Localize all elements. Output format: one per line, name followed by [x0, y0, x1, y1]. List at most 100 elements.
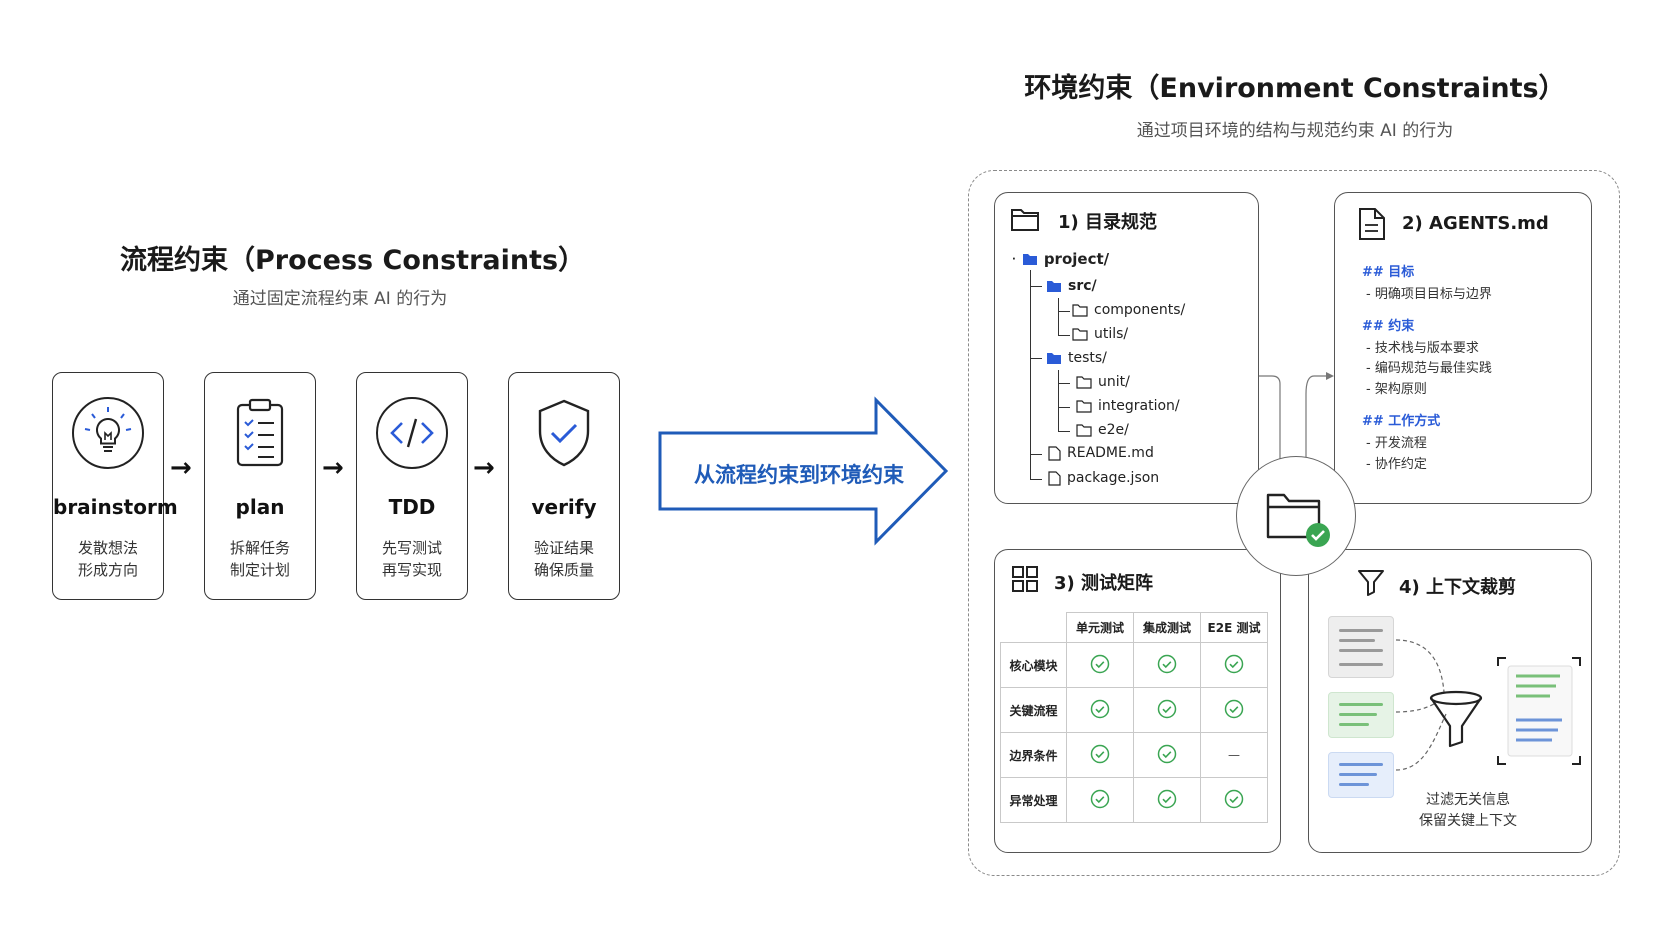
step-description: 拆解任务 制定计划 — [205, 537, 315, 581]
file-icon — [1048, 445, 1061, 461]
tree-item-unit: unit/ — [1076, 374, 1130, 390]
clipboard-checklist-icon — [236, 398, 284, 467]
folder-icon — [1076, 423, 1092, 437]
check-circle-icon — [1090, 699, 1110, 718]
step-desc-line: 验证结果 — [533, 539, 594, 557]
matrix-column-header: E2E 测试 — [1200, 612, 1268, 643]
matrix-cell — [1133, 687, 1201, 733]
agents-title: 2) AGENTS.md — [1402, 213, 1549, 234]
matrix-row-label: 边界条件 — [1000, 732, 1067, 778]
tree-item-project: · project/ — [1012, 250, 1110, 268]
folder-icon — [1011, 209, 1039, 231]
matrix-corner — [1000, 612, 1067, 643]
document-card-blue — [1328, 752, 1394, 798]
folder-check-icon — [1266, 493, 1330, 547]
matrix-cell — [1066, 642, 1134, 688]
tree-label: package.json — [1067, 470, 1160, 486]
tree-item-package: package.json — [1048, 470, 1159, 486]
matrix-row-label: 核心模块 — [1000, 642, 1067, 688]
context-title: 4) 上下文裁剪 — [1399, 577, 1517, 598]
panel-directory — [994, 192, 1259, 504]
check-circle-icon — [1224, 654, 1244, 673]
transition-label: 从流程约束到环境约束 — [694, 463, 904, 487]
matrix-cell — [1133, 642, 1201, 688]
filter-icon — [1358, 570, 1384, 596]
tree-item-e2e: e2e/ — [1076, 422, 1129, 438]
arrow-right-icon: → — [170, 453, 192, 483]
check-circle-icon — [1090, 654, 1110, 673]
agents-item: - 协作约定 — [1366, 457, 1427, 472]
matrix-row: 异常处理 — [1000, 777, 1268, 823]
environment-subtitle: 通过项目环境的结构与规范约束 AI 的行为 — [1136, 121, 1454, 141]
environment-frame — [968, 170, 1620, 876]
caption-line: 过滤无关信息 — [1426, 792, 1510, 808]
step-description: 先写测试 再写实现 — [357, 537, 467, 581]
step-name: plan — [235, 495, 285, 519]
environment-title: 环境约束（Environment Constraints） — [1024, 73, 1566, 104]
agents-item: - 架构原则 — [1366, 382, 1427, 397]
matrix-cell — [1066, 687, 1134, 733]
arrow-right-icon: → — [322, 453, 344, 483]
folder-blue-icon — [1047, 280, 1061, 292]
step-desc-line: 再写实现 — [381, 561, 442, 579]
step-name: verify — [531, 495, 597, 519]
folder-blue-icon — [1047, 352, 1061, 364]
folder-icon — [1072, 303, 1088, 317]
tree-label: components/ — [1094, 302, 1186, 318]
matrix-cell — [1133, 777, 1201, 823]
step-desc-line: 发散想法 — [77, 539, 138, 557]
tree-label: unit/ — [1098, 374, 1130, 390]
agents-item: - 技术栈与版本要求 — [1366, 341, 1479, 356]
check-circle-icon — [1157, 744, 1177, 763]
matrix-column-header: 单元测试 — [1066, 612, 1134, 643]
agents-item: - 开发流程 — [1366, 436, 1427, 451]
flow-lines — [1395, 639, 1447, 771]
cropped-context-frame — [1497, 657, 1581, 765]
document-icon — [1359, 208, 1385, 240]
agents-item: - 编码规范与最佳实践 — [1366, 361, 1492, 376]
step-card-plan: plan 拆解任务 制定计划 — [204, 372, 316, 600]
code-icon — [376, 397, 448, 469]
tree-item-components: components/ — [1072, 302, 1185, 318]
tree-item-integration: integration/ — [1076, 398, 1180, 414]
folder-icon — [1072, 327, 1088, 341]
step-card-verify: verify 验证结果 确保质量 — [508, 372, 620, 600]
shield-check-icon — [538, 399, 590, 467]
tree-label: project/ — [1043, 250, 1110, 268]
step-desc-line: 拆解任务 — [229, 539, 290, 557]
tree-label: utils/ — [1094, 326, 1129, 342]
check-circle-icon — [1157, 654, 1177, 673]
file-icon — [1048, 470, 1061, 486]
tree-item-utils: utils/ — [1072, 326, 1128, 342]
matrix-cell — [1066, 777, 1134, 823]
folder-icon — [1076, 399, 1092, 413]
document-card-green — [1328, 692, 1394, 738]
matrix-cell — [1133, 732, 1201, 778]
agents-item: - 明确项目目标与边界 — [1366, 287, 1492, 302]
matrix-cell — [1200, 687, 1268, 733]
directory-title: 1) 目录规范 — [1058, 212, 1158, 233]
tree-item-src: src/ — [1046, 278, 1097, 294]
lightbulb-icon — [72, 397, 144, 469]
matrix-cell: — — [1200, 732, 1268, 778]
tree-label: tests/ — [1068, 350, 1107, 366]
matrix-column-header: 集成测试 — [1133, 612, 1201, 643]
check-circle-icon — [1224, 789, 1244, 808]
step-desc-line: 形成方向 — [77, 561, 138, 579]
step-card-tdd: TDD 先写测试 再写实现 — [356, 372, 468, 600]
matrix-cell — [1200, 777, 1268, 823]
matrix-cell — [1200, 642, 1268, 688]
tree-item-readme: README.md — [1048, 445, 1154, 461]
folder-blue-icon — [1022, 253, 1037, 265]
matrix-header-row: 单元测试 集成测试 E2E 测试 — [1000, 612, 1268, 643]
tree-item-tests: tests/ — [1046, 350, 1107, 366]
agents-heading: ## 约束 — [1362, 319, 1415, 334]
matrix-cell — [1066, 732, 1134, 778]
step-name: brainstorm — [53, 495, 178, 519]
caption-line: 保留关键上下文 — [1419, 813, 1517, 829]
matrix-row: 核心模块 — [1000, 642, 1268, 688]
document-card-gray — [1328, 616, 1394, 678]
funnel-icon — [1429, 690, 1483, 748]
process-title: 流程约束（Process Constraints） — [120, 245, 586, 276]
tree-label: README.md — [1067, 445, 1154, 461]
